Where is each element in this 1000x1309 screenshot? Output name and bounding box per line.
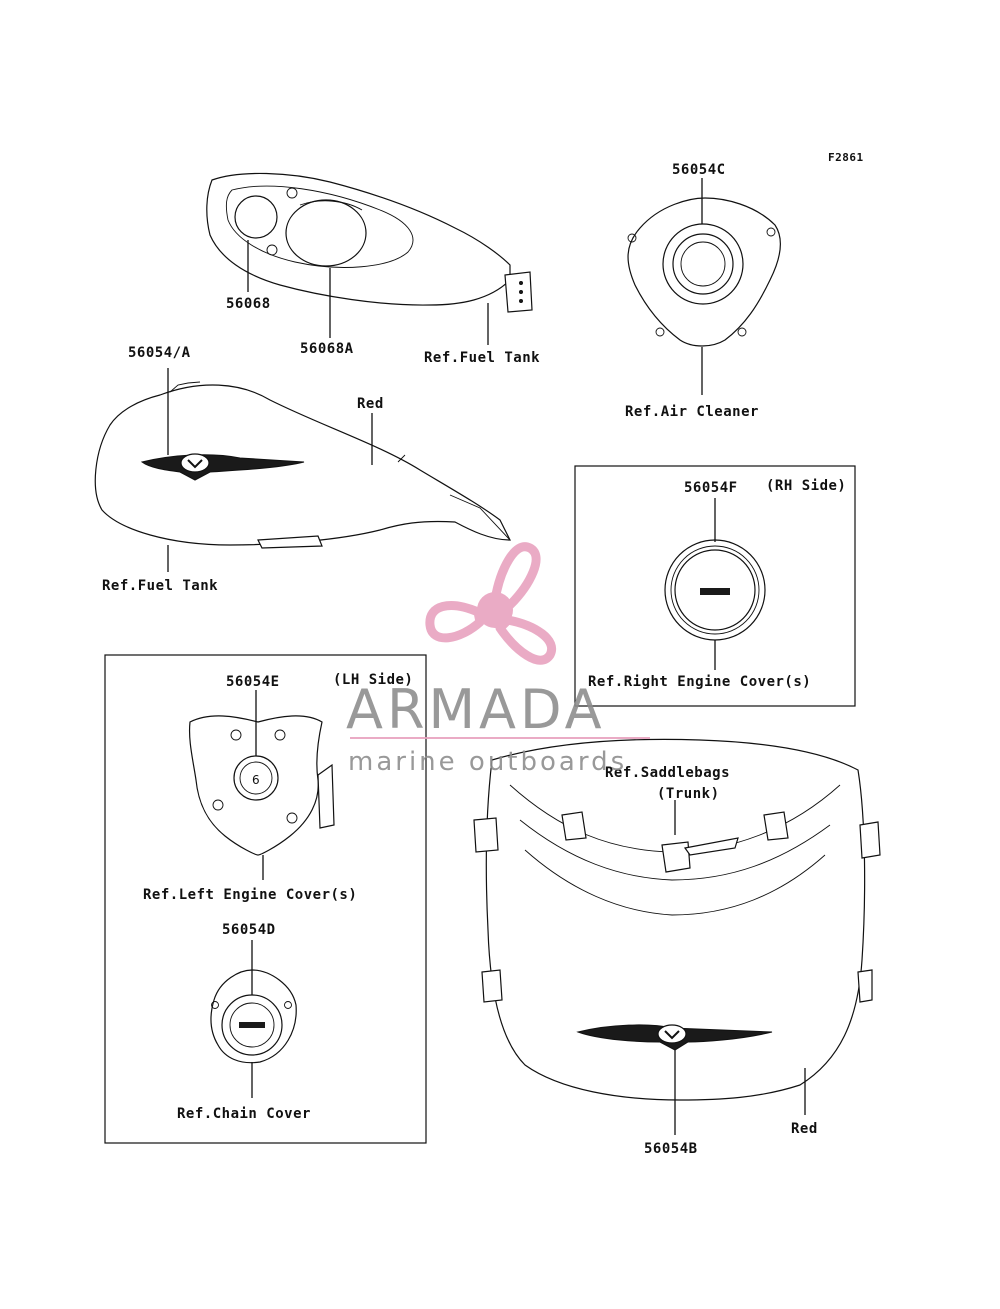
label-red-tank: Red <box>357 396 384 412</box>
saddlebag-trunk <box>473 738 881 1101</box>
label-56054D: 56054D <box>222 922 276 938</box>
label-56068A: 56068A <box>300 341 354 357</box>
chain-cover <box>210 969 297 1064</box>
label-ref-fuel-tank-top: Ref.Fuel Tank <box>424 350 540 366</box>
label-ref-fuel-tank-side: Ref.Fuel Tank <box>102 578 218 594</box>
label-red-trunk: Red <box>791 1121 818 1137</box>
label-56054E: 56054E <box>226 674 280 690</box>
rh-side-box <box>574 465 856 707</box>
watermark-tagline: marine outboards <box>348 747 627 777</box>
watermark-brand: ARMADA <box>346 678 606 741</box>
label-56054-A: 56054/A <box>128 345 191 361</box>
propeller-logo-icon <box>425 542 557 665</box>
fuel-tank-side-view <box>94 381 511 549</box>
armada-watermark: ARMADA marine outboards <box>346 542 650 777</box>
label-56068: 56068 <box>226 296 271 312</box>
label-ref-chain-cover: Ref.Chain Cover <box>177 1106 311 1122</box>
left-engine-cover: 6 <box>188 715 335 856</box>
label-ref-right-engine-cover: Ref.Right Engine Cover(s) <box>588 674 811 690</box>
label-ref-saddlebags: Ref.Saddlebags <box>605 765 730 781</box>
label-56054B: 56054B <box>644 1141 698 1157</box>
label-56054C: 56054C <box>672 162 726 178</box>
label-ref-left-engine-cover: Ref.Left Engine Cover(s) <box>143 887 357 903</box>
air-cleaner-cover <box>627 197 782 347</box>
label-rh-side: (RH Side) <box>766 478 846 494</box>
label-trunk: (Trunk) <box>657 786 720 802</box>
fuel-tank-top-view <box>206 172 533 313</box>
lh-side-box <box>104 654 427 1144</box>
label-ref-air-cleaner: Ref.Air Cleaner <box>625 404 759 420</box>
right-engine-cover <box>664 539 766 641</box>
figure-id: F2861 <box>828 151 864 164</box>
label-lh-side: (LH Side) <box>333 672 413 688</box>
svg-text:6: 6 <box>252 773 260 787</box>
label-56054F: 56054F <box>684 480 738 496</box>
